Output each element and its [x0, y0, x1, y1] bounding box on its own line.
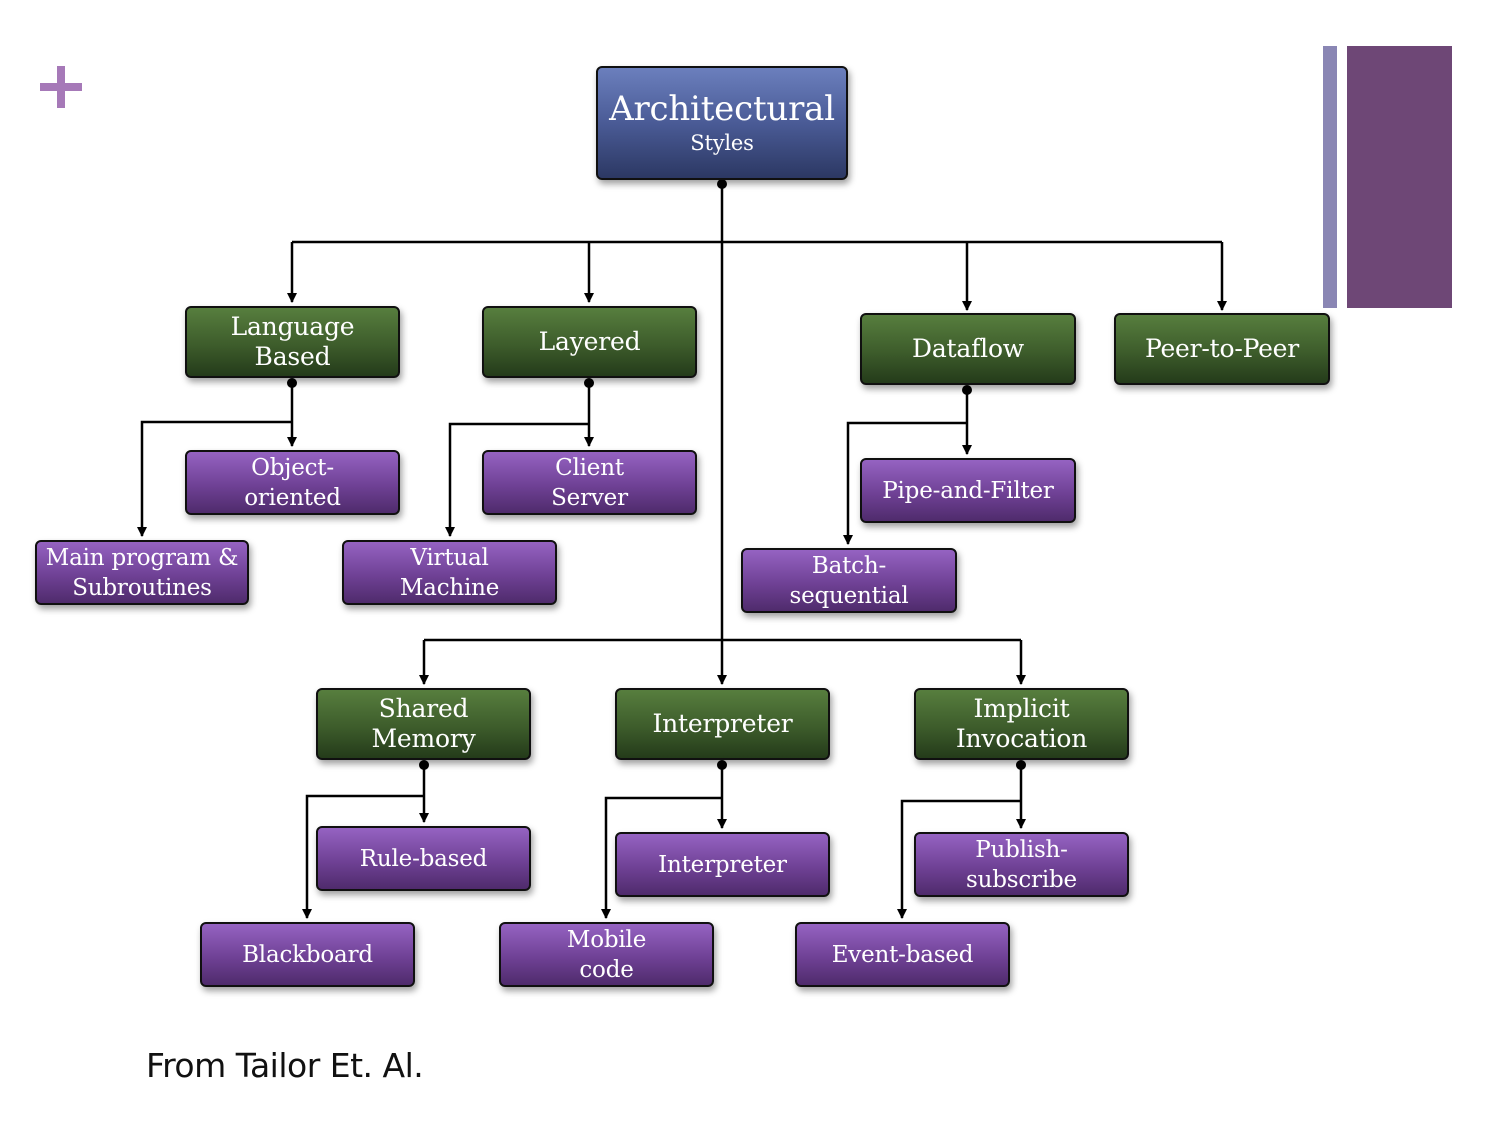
decorative-bar-wide [1347, 46, 1452, 308]
node-pipe-and-filter: Pipe-and-Filter [860, 458, 1076, 523]
node-event-based: Event-based [795, 922, 1010, 987]
junction-dot-implicit-invocation [1016, 760, 1026, 770]
node-interpreter-category: Interpreter [615, 688, 830, 760]
connector-layered-virtual-machine [445, 422, 589, 537]
node-interpreter-style: Interpreter [615, 832, 830, 897]
node-layered: Layered [482, 306, 697, 378]
node-dataflow: Dataflow [860, 313, 1076, 385]
node-client-server: Client Server [482, 450, 697, 515]
node-mobile-code: Mobile code [499, 922, 714, 987]
connector-language-main-program [137, 420, 292, 537]
node-implicit-invocation: Implicit Invocation [914, 688, 1129, 760]
plus-icon [40, 66, 82, 108]
node-blackboard: Blackboard [200, 922, 415, 987]
junction-dot-shared-memory [419, 760, 429, 770]
node-shared-memory: Shared Memory [316, 688, 531, 760]
node-rule-based: Rule-based [316, 826, 531, 891]
node-publish-subscribe: Publish- subscribe [914, 832, 1129, 897]
node-architectural-styles: Architectural Styles [596, 66, 848, 180]
node-object-oriented: Object- oriented [185, 450, 400, 515]
node-language-based: Language Based [185, 306, 400, 378]
node-virtual-machine: Virtual Machine [342, 540, 557, 605]
junction-dot-interpreter [717, 760, 727, 770]
node-batch-sequential: Batch- sequential [741, 548, 957, 613]
source-citation: From Tailor Et. Al. [146, 1046, 424, 1085]
junction-dot-layered [584, 378, 594, 388]
connector-dataflow-batch-sequential [843, 421, 967, 545]
root-subtitle: Styles [690, 131, 754, 155]
node-peer-to-peer: Peer-to-Peer [1114, 313, 1330, 385]
node-main-program-subroutines: Main program & Subroutines [35, 540, 249, 605]
junction-dot-root [717, 179, 727, 189]
connector-implicit-event-based [897, 799, 1021, 919]
connector-interpreter-mobile-code [601, 796, 722, 919]
decorative-bar-thin [1323, 46, 1337, 308]
junction-dot-language-based [287, 378, 297, 388]
root-title: Architectural [609, 89, 835, 129]
junction-dot-dataflow [962, 385, 972, 395]
connector-shared-memory-blackboard [302, 794, 424, 919]
